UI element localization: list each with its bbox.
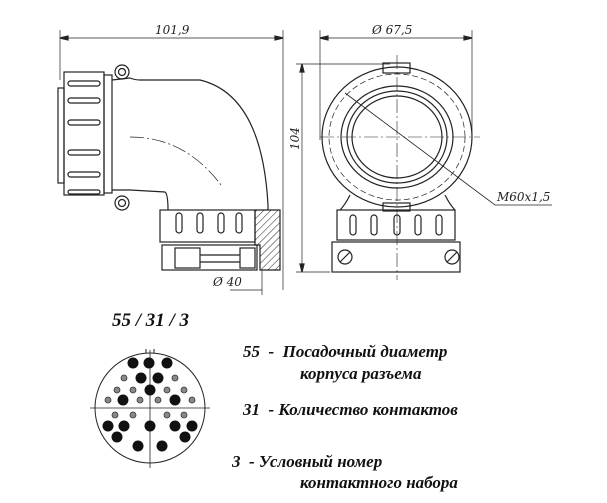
contact-pin-large	[135, 372, 147, 384]
contact-pin-small	[163, 386, 171, 394]
contact-pin-small	[120, 374, 128, 382]
contact-pin-large	[169, 420, 181, 432]
height-104-label: 104	[288, 127, 302, 150]
contact-pin-large	[111, 431, 123, 443]
contact-pin-large	[186, 420, 198, 432]
contact-pin-small	[171, 374, 179, 382]
diameter-67-label: Ø 67,5	[371, 23, 412, 37]
contact-pin-small	[180, 386, 188, 394]
legend-31-line1: 31 - Количество контактов	[243, 400, 458, 419]
contact-pin-small	[111, 411, 119, 419]
contact-pin-small	[163, 411, 171, 419]
contact-pin-small	[113, 386, 121, 394]
legend-3-line1: 3 - Условный номер	[232, 452, 383, 471]
contact-pin-large	[144, 384, 156, 396]
contact-pin-large	[156, 440, 168, 452]
front-view: Ø 67,5 104 M60x1,5	[288, 23, 552, 280]
diameter-40-label: Ø 40	[212, 275, 242, 289]
legend-55-line2: корпуса разъема	[300, 364, 422, 383]
contact-pin-small	[180, 411, 188, 419]
contact-pin-small	[188, 396, 196, 404]
width-dimension-label: 101,9	[155, 23, 190, 37]
nut-ribs	[67, 80, 101, 195]
contact-pin-large	[102, 420, 114, 432]
contact-pin-large	[169, 394, 181, 406]
legend-55-line1: 55 - Посадочный диаметр	[243, 342, 448, 361]
side-view: 101,9 Ø 40	[57, 23, 284, 295]
contact-pin-large	[143, 357, 155, 369]
contact-layout	[90, 349, 210, 468]
thread-leader-line	[344, 92, 552, 206]
contact-pin-small	[129, 386, 137, 394]
contact-pin-large	[132, 440, 144, 452]
contact-pin-large	[161, 357, 173, 369]
designation-code: 55 / 31 / 3	[112, 310, 190, 331]
contact-pin-small	[136, 396, 144, 404]
contact-pin-large	[118, 420, 130, 432]
contact-pin-large	[152, 372, 164, 384]
contact-pin-large	[117, 394, 129, 406]
contact-pin-large	[127, 357, 139, 369]
legend-3-line2: контактного набора	[300, 473, 458, 492]
contact-pin-small	[104, 396, 112, 404]
contact-pin-large	[144, 420, 156, 432]
contact-pin-large	[179, 431, 191, 443]
thread-label: M60x1,5	[496, 190, 550, 204]
contact-pin-small	[129, 411, 137, 419]
contact-pin-small	[154, 396, 162, 404]
